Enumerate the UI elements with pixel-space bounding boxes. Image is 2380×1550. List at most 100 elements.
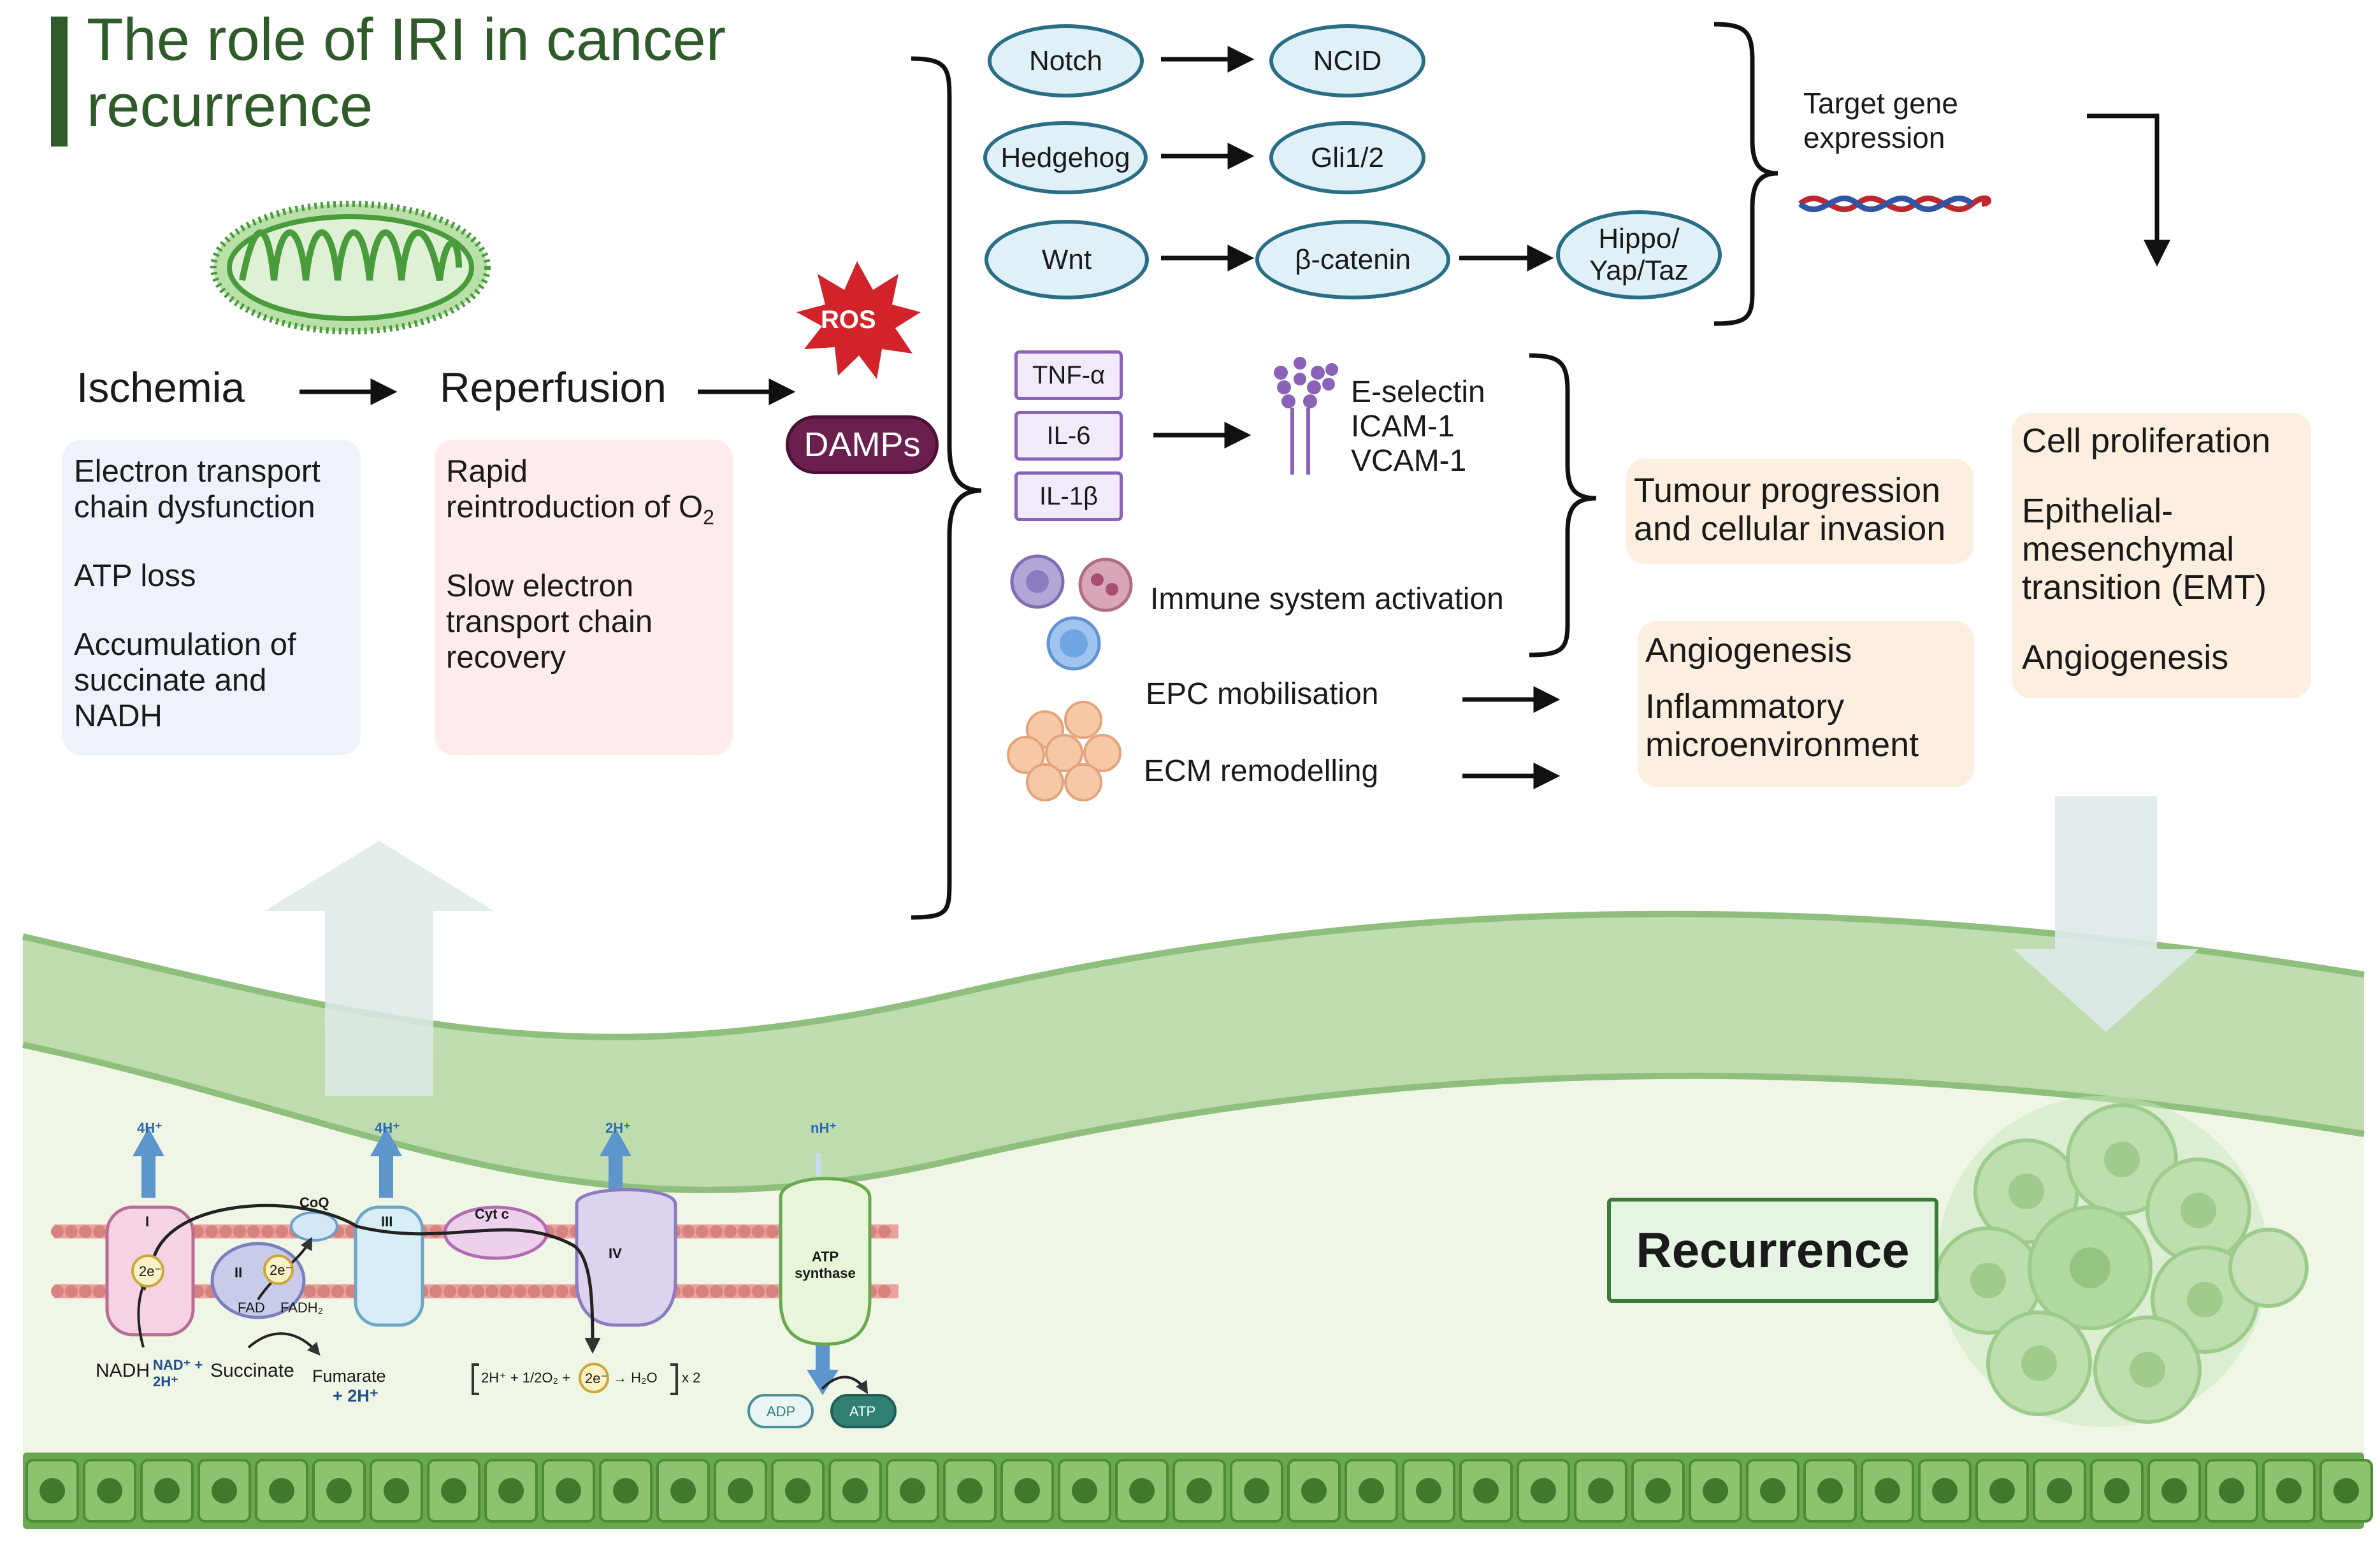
cell-proliferation-box: Cell proliferation Epithelial-mesenchyma… — [2012, 413, 2311, 698]
proton-arrows — [133, 1128, 839, 1395]
epithelium-cells — [25, 1459, 2373, 1523]
epithelial-cell-nucleus — [384, 1478, 409, 1503]
epithelial-cell-nucleus — [97, 1478, 122, 1503]
epithelial-cell-nucleus — [1817, 1478, 1843, 1503]
epithelial-cell-nucleus — [1244, 1478, 1269, 1503]
pathway-bracket — [1713, 22, 1778, 326]
lipid-head — [429, 1285, 442, 1298]
epithelial-cell-nucleus — [441, 1478, 466, 1503]
epithelial-cell-nucleus — [1989, 1478, 2015, 1503]
epithelial-cell-nucleus — [2161, 1478, 2187, 1503]
pathway-ncid: NCID — [1269, 24, 1425, 97]
epithelial-cell-nucleus — [957, 1478, 983, 1503]
epithelial-cell-nucleus — [1072, 1478, 1097, 1503]
epithelial-cell-nucleus — [842, 1478, 868, 1503]
reperfusion-box: Rapid reintroduction of O2 Slow electron… — [435, 440, 733, 755]
ischemia-item: Electron transport chain dysfunction — [74, 454, 321, 524]
atp-label: ATP — [849, 1403, 876, 1419]
tissue-band — [23, 914, 2364, 1190]
nad-label: NAD⁺ + 2H⁺ — [153, 1357, 203, 1389]
target-arrow — [2087, 113, 2170, 267]
up-arrow-faint — [264, 841, 494, 1096]
lipid-head — [878, 1285, 891, 1298]
pathway-wnt: Wnt — [984, 220, 1149, 299]
pathway-beta-catenin: β-catenin — [1255, 220, 1450, 299]
lipid-head — [444, 1285, 456, 1298]
epithelial-cell-nucleus — [900, 1478, 925, 1503]
mitochondrion-icon — [210, 201, 491, 334]
complex-iii-label: III — [381, 1214, 393, 1230]
fadh2-label: FADH₂ — [280, 1300, 324, 1316]
epithelial-cell-nucleus — [670, 1478, 696, 1503]
epithelial-cell-nucleus — [269, 1478, 294, 1503]
lipid-head — [710, 1225, 723, 1238]
electron-label: 2e⁻ — [585, 1370, 609, 1386]
page-title: The role of IRI in cancer recurrence — [87, 6, 726, 139]
ischemia-item: ATP loss — [74, 559, 196, 593]
angio-item: Inflammatory microenvironment — [1645, 687, 1919, 764]
adp-label: ADP — [767, 1403, 796, 1419]
epithelial-cell-nucleus — [212, 1478, 237, 1503]
lipid-head — [261, 1225, 274, 1238]
epithelial-cell-nucleus — [613, 1478, 638, 1503]
epithelial-cell-nucleus — [2104, 1478, 2130, 1503]
lipid-head — [766, 1225, 779, 1238]
lipid-head — [696, 1225, 709, 1238]
equation-left: 2H⁺ + 1/2O₂ + — [481, 1370, 571, 1386]
ischemia-item: Accumulation of succinate and NADH — [74, 628, 296, 733]
coq — [290, 1211, 338, 1242]
epithelial-cell-nucleus — [1359, 1478, 1384, 1503]
ecm-label: ECM remodelling — [1144, 754, 1379, 788]
epithelial-cell-nucleus — [728, 1478, 753, 1503]
immune-activation-label: Immune system activation — [1150, 582, 1504, 616]
reperfusion-item: Rapid reintroduction of O2 — [446, 454, 714, 529]
right-item: Angiogenesis — [2022, 638, 2229, 677]
cytokine-il6: IL-6 — [1014, 411, 1123, 461]
angiogenesis-box: Angiogenesis Inflammatory microenvironme… — [1638, 621, 1974, 787]
epithelial-cell-nucleus — [40, 1478, 65, 1503]
epithelial-cell-nucleus — [498, 1478, 524, 1503]
epithelial-cell-nucleus — [1932, 1478, 1958, 1503]
lipid-head — [556, 1285, 568, 1298]
dna-helix-icon — [1798, 195, 1992, 213]
atp-synthase — [779, 1177, 872, 1346]
lipid-head — [303, 1285, 316, 1298]
angio-item: Angiogenesis — [1645, 631, 1852, 670]
lipid-head — [331, 1285, 344, 1298]
lipid-head — [65, 1225, 78, 1238]
epithelial-cell-nucleus — [2276, 1478, 2302, 1503]
cell-cluster-icon — [1007, 701, 1121, 801]
electron-label: 2e⁻ — [139, 1263, 162, 1279]
adhesion-vcam: VCAM-1 — [1351, 444, 1467, 478]
lipid-head — [752, 1285, 765, 1298]
lipid-head — [696, 1285, 709, 1298]
cytokine-tnf: TNF-α — [1014, 350, 1123, 400]
lipid-head — [738, 1225, 751, 1238]
lipid-head — [682, 1225, 695, 1238]
etc-nh: nH⁺ — [811, 1120, 837, 1136]
pathway-gli: Gli1/2 — [1269, 121, 1425, 194]
cytokine-il1b: IL-1β — [1014, 471, 1123, 521]
adhesion-icam: ICAM-1 — [1351, 410, 1455, 443]
lipid-head — [486, 1285, 498, 1298]
epithelial-cell-nucleus — [326, 1478, 352, 1503]
ischemia-box: Electron transport chain dysfunction ATP… — [62, 440, 361, 755]
immune-cells-icon — [1010, 554, 1133, 671]
recurrence-label: Recurrence — [1607, 1198, 1938, 1303]
lipid-head — [878, 1225, 891, 1238]
right-item: Cell proliferation — [2022, 422, 2271, 460]
lipid-head — [79, 1225, 92, 1238]
epithelial-cell-nucleus — [556, 1478, 581, 1503]
lipid-head — [724, 1225, 737, 1238]
ros-burst-icon — [797, 261, 921, 379]
epithelial-cell-nucleus — [1760, 1478, 1785, 1503]
lipid-head — [528, 1285, 540, 1298]
lipid-head — [219, 1225, 232, 1238]
stage-reperfusion: Reperfusion — [440, 364, 667, 411]
atp-synthase-label: ATP synthase — [795, 1249, 856, 1281]
target-gene-label: Target gene expression — [1803, 87, 1958, 154]
tumour-mass — [1934, 1096, 2309, 1427]
reperfusion-item: Slow electron transport chain recovery — [446, 568, 653, 675]
complex-iii — [354, 1205, 424, 1327]
